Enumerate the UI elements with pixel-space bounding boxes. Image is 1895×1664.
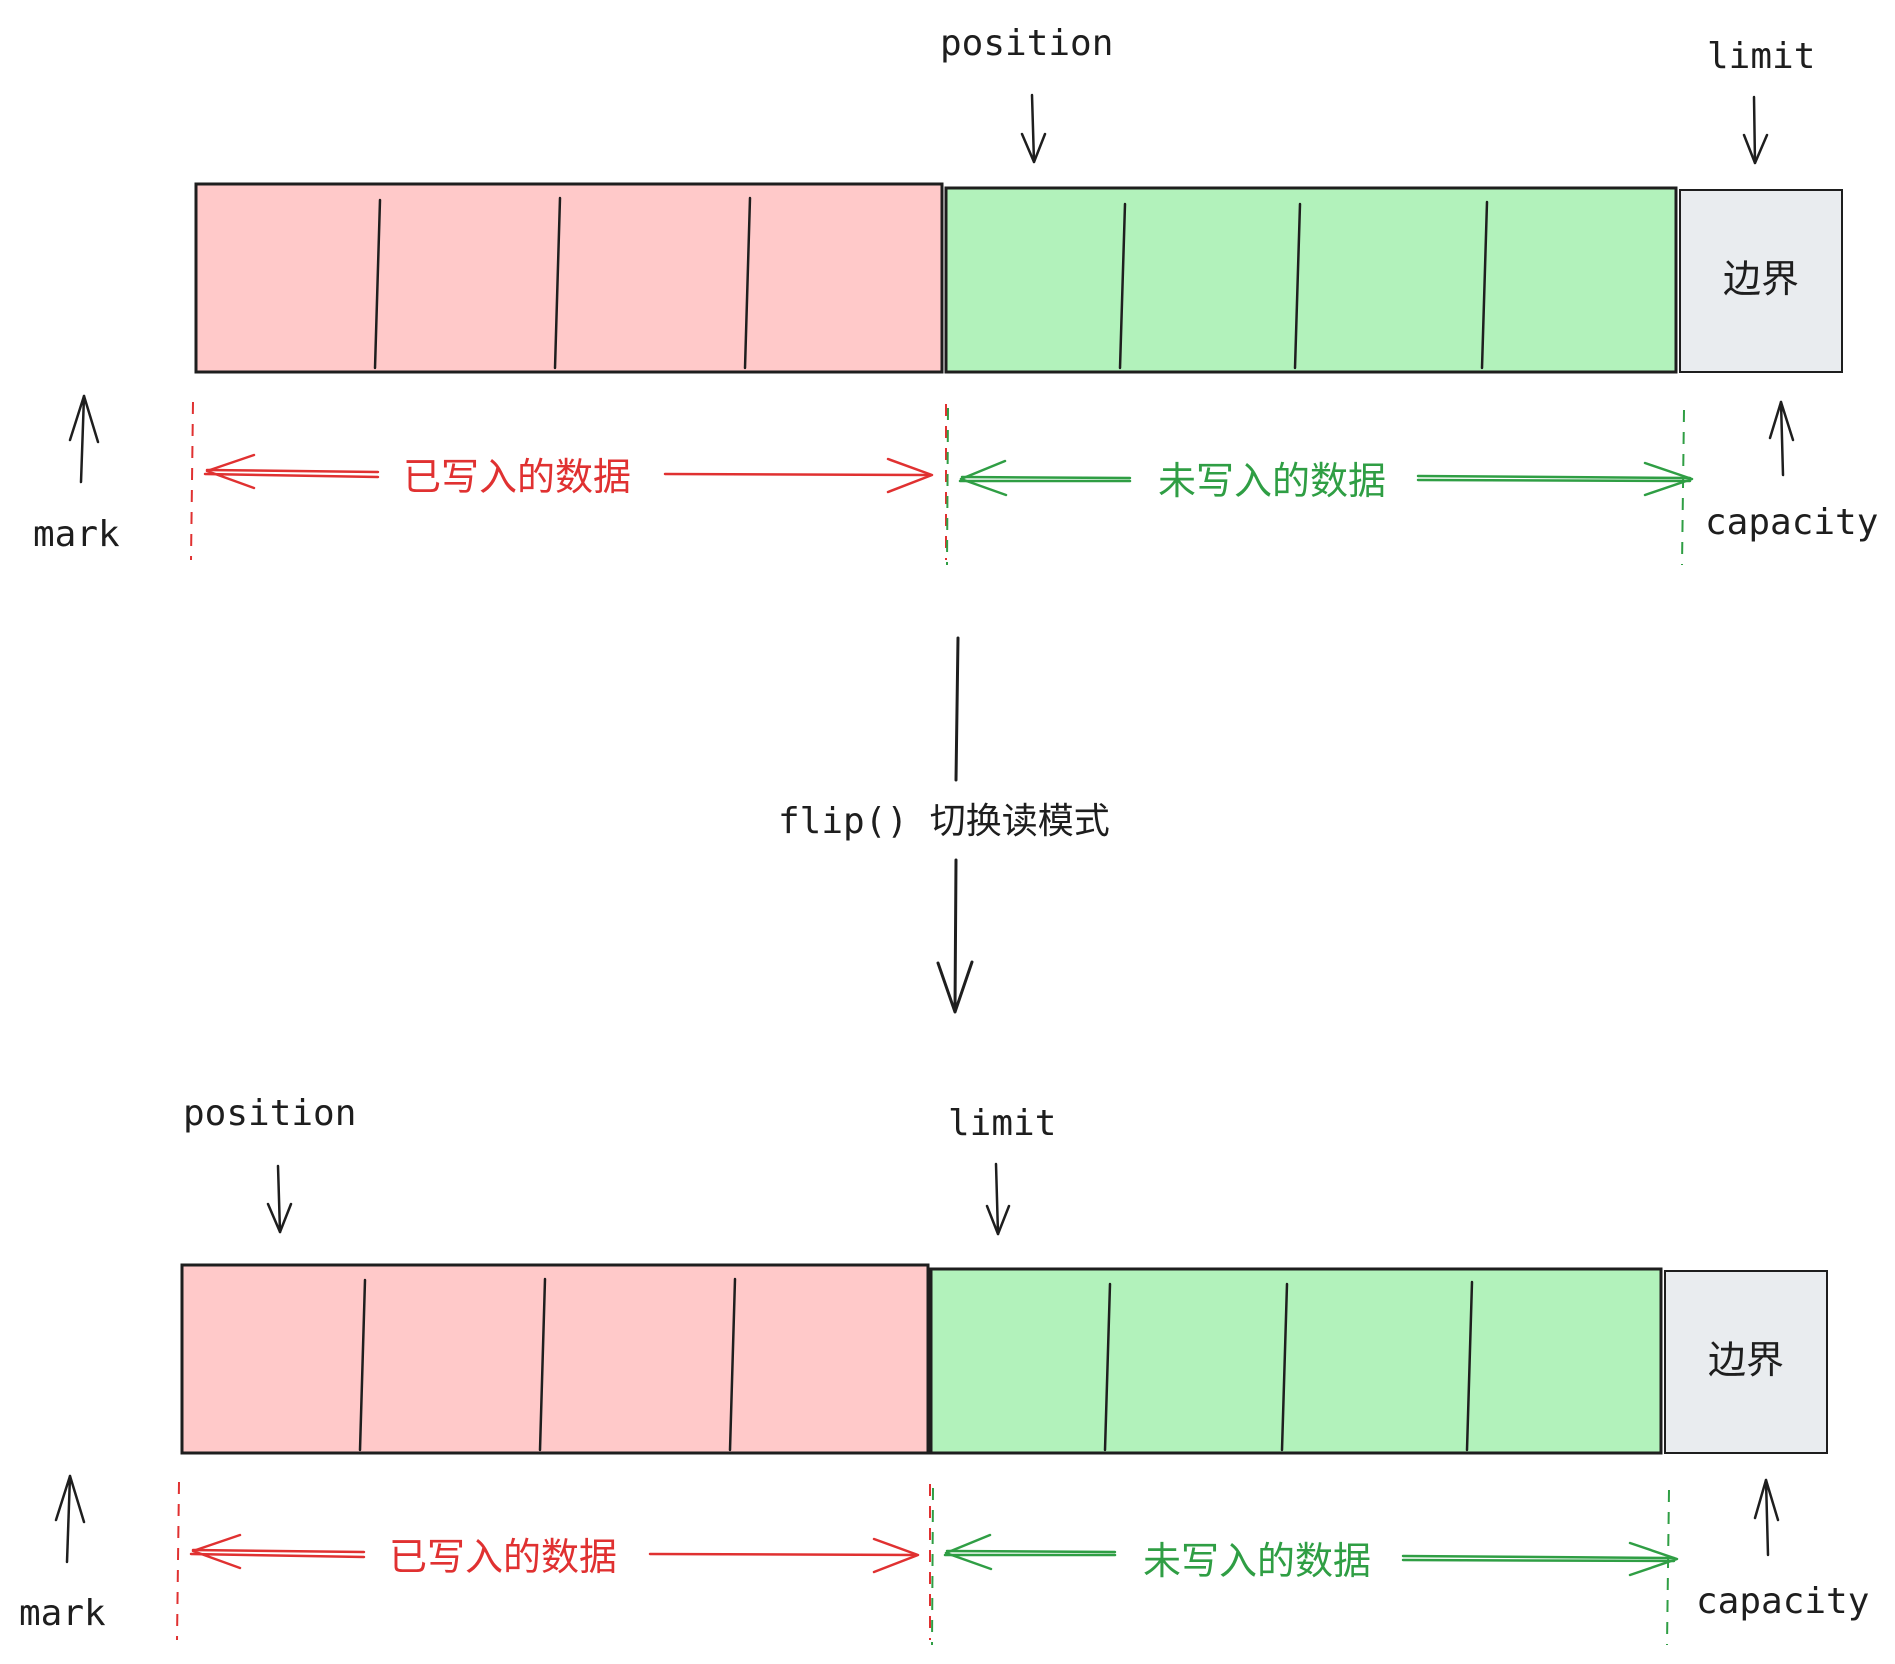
write-unwritten-region [944,186,1678,374]
write-capacity-label: capacity [1705,502,1878,543]
write-position-dashed-line-green [946,407,949,566]
write-mark-label: mark [33,514,120,555]
read-limit-label: limit [948,1103,1056,1144]
read-unwritten-region [929,1267,1663,1455]
read-start-dashed-line [176,1481,180,1641]
read-unwritten-label: 未写入的数据 [1143,1539,1371,1583]
write-boundary-cell: 边界 [1679,189,1843,373]
read-boundary-cell: 边界 [1664,1270,1828,1454]
write-capacity-dashed-line [1681,409,1685,566]
read-written-label: 已写入的数据 [389,1535,617,1579]
write-capacity-arrow-icon [1768,400,1795,477]
read-mark-label: mark [19,1593,106,1634]
read-unwritten-span-double-arrow-icon [943,1533,1679,1577]
read-limit-arrow-icon [985,1162,1011,1236]
read-mode-buffer: position limit 边界 [19,1093,1869,1646]
write-mode-buffer: position limit 边界 [33,23,1878,566]
read-position-arrow-icon [266,1164,293,1234]
flip-transition: flip() 切换读模式 [778,636,1110,1014]
write-boundary-label: 边界 [1723,257,1799,301]
read-position-label: position [183,1093,356,1134]
write-start-dashed-line [190,401,194,561]
write-position-arrow-icon [1020,93,1047,164]
read-written-span-double-arrow-icon [189,1533,920,1574]
read-capacity-arrow-icon [1753,1478,1780,1557]
write-unwritten-span-double-arrow-icon [958,459,1694,497]
read-capacity-label: capacity [1696,1581,1869,1622]
read-limit-dashed-line-green [931,1487,934,1646]
write-mark-arrow-icon [68,394,100,484]
write-written-label: 已写入的数据 [403,455,631,499]
read-written-region [180,1263,930,1455]
write-written-span-double-arrow-icon [203,453,934,494]
write-limit-arrow-icon [1742,95,1769,165]
read-mark-arrow-icon [54,1474,86,1564]
write-written-region [194,182,944,374]
write-position-label: position [940,23,1113,64]
write-unwritten-label: 未写入的数据 [1158,459,1386,503]
flip-transition-label: flip() 切换读模式 [778,801,1110,842]
read-boundary-label: 边界 [1708,1338,1784,1382]
read-capacity-dashed-line [1666,1489,1670,1646]
write-limit-label: limit [1707,36,1815,77]
